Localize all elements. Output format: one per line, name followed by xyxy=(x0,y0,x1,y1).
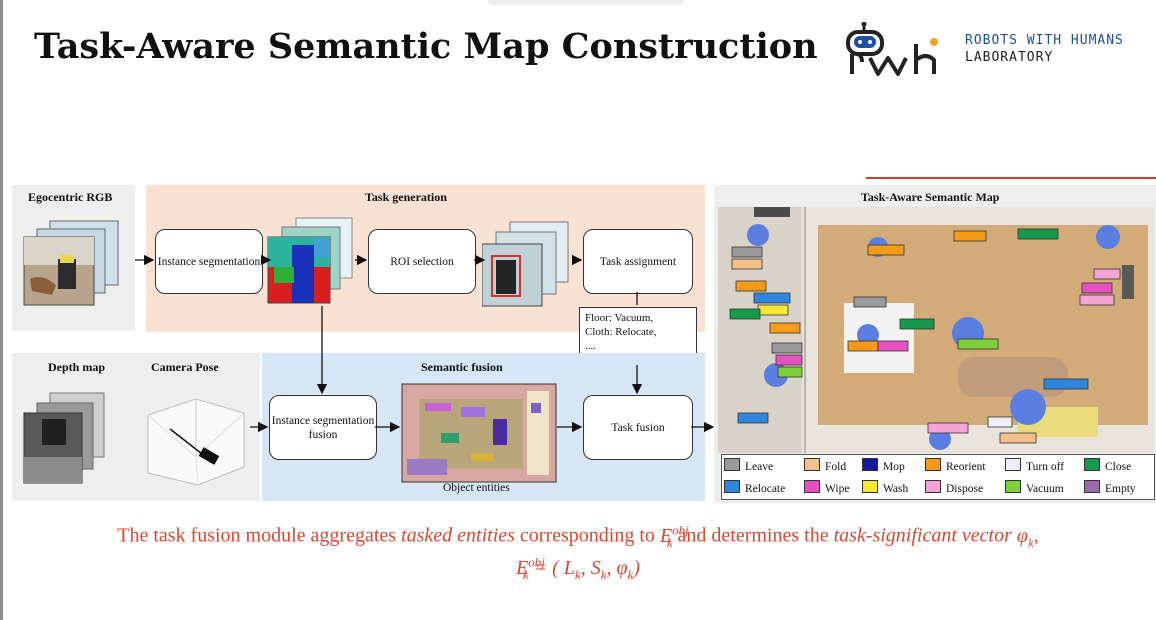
swatch-icon xyxy=(804,480,820,493)
depth-camera-panel: Depth map Camera Pose xyxy=(12,353,260,501)
legend-label: Mop xyxy=(883,461,905,473)
semantic-map-image xyxy=(718,207,1154,453)
swatch-icon xyxy=(724,458,740,471)
swatch-icon xyxy=(1084,458,1100,471)
swatch-icon xyxy=(925,458,941,471)
swatch-icon xyxy=(1005,458,1021,471)
swatch-icon xyxy=(1005,480,1021,493)
caption-line-1: The task fusion module aggregates tasked… xyxy=(0,522,1156,551)
legend-label: Turn off xyxy=(1026,461,1065,473)
swatch-icon xyxy=(862,458,878,471)
camera-pose-header: Camera Pose xyxy=(151,360,219,374)
task-legend: Leave Fold Mop Reorient Turn off Close R… xyxy=(721,454,1155,500)
segmentation-masks-image xyxy=(267,217,353,304)
legend-label: Wipe xyxy=(825,483,850,495)
caption-emph: task-significant vector xyxy=(833,524,1012,547)
caption-text: The task fusion module aggregates xyxy=(117,524,402,547)
legend-item-close: Close xyxy=(1084,458,1131,473)
caption-text: and determines the xyxy=(672,524,834,547)
semantic-fusion-header: Semantic fusion xyxy=(421,360,503,374)
camera-pose-plot xyxy=(147,398,245,486)
slide-title: Task-Aware Semantic Map Construction xyxy=(34,26,818,67)
legend-item-dispose: Dispose xyxy=(925,480,983,495)
swatch-icon xyxy=(1084,480,1100,493)
lab-name-line2: LABORATORY xyxy=(965,50,1054,65)
semantic-map-header: Task-Aware Semantic Map xyxy=(861,190,1000,204)
rgb-frames-image xyxy=(23,220,119,306)
phi-symbol: φk xyxy=(1016,524,1034,550)
object-entities-map-image xyxy=(401,383,557,483)
swatch-icon xyxy=(925,480,941,493)
task-fusion-box: Task fusion xyxy=(583,395,693,460)
caption-emph: tasked entities xyxy=(401,524,515,547)
equation: Eobjk = ( Lk, Sk, φk) xyxy=(516,554,640,582)
red-divider xyxy=(866,177,1156,179)
instance-segmentation-fusion-box: Instance segmentation fusion xyxy=(269,395,377,460)
legend-item-reorient: Reorient xyxy=(925,458,986,473)
note-line-3: .... xyxy=(585,340,596,352)
legend-item-turn-off: Turn off xyxy=(1005,458,1064,473)
legend-item-wipe: Wipe xyxy=(804,480,849,495)
legend-item-mop: Mop xyxy=(862,458,905,473)
legend-item-empty: Empty xyxy=(1084,480,1136,495)
legend-label: Wash xyxy=(883,483,909,495)
legend-item-wash: Wash xyxy=(862,480,908,495)
legend-label: Relocate xyxy=(745,483,786,495)
legend-label: Dispose xyxy=(946,483,984,495)
instance-segmentation-box: Instance segmentation xyxy=(155,229,263,294)
depth-frames-image xyxy=(23,392,105,484)
depth-map-header: Depth map xyxy=(48,360,106,374)
legend-label: Leave xyxy=(745,461,774,473)
legend-item-vacuum: Vacuum xyxy=(1005,480,1064,495)
swatch-icon xyxy=(862,480,878,493)
lab-name-line1: ROBOTS WITH HUMANS xyxy=(965,33,1124,48)
eobj-symbol: Eobjk xyxy=(659,522,689,550)
legend-label: Empty xyxy=(1105,483,1136,495)
caption-equation: Eobjk = ( Lk, Sk, φk) xyxy=(0,554,1156,583)
legend-item-relocate: Relocate xyxy=(724,480,785,495)
left-border xyxy=(0,0,3,620)
legend-item-fold: Fold xyxy=(804,458,846,473)
roi-frames-image xyxy=(482,221,569,307)
note-line-1: Floor: Vacuum, xyxy=(585,312,654,324)
swatch-icon xyxy=(724,480,740,493)
roi-selection-box: ROI selection xyxy=(368,229,476,294)
note-line-2: Cloth: Relocate, xyxy=(585,326,657,338)
egocentric-header: Egocentric RGB xyxy=(28,190,113,204)
legend-label: Fold xyxy=(825,461,847,473)
caption-text: corresponding to xyxy=(514,524,660,547)
task-assignment-box: Task assignment xyxy=(583,229,693,294)
top-tab-shadow xyxy=(488,0,684,5)
legend-label: Reorient xyxy=(946,461,986,473)
egocentric-panel: Egocentric RGB xyxy=(12,185,135,331)
task-generation-header: Task generation xyxy=(365,190,447,204)
swatch-icon xyxy=(804,458,820,471)
legend-item-leave: Leave xyxy=(724,458,773,473)
rwh-logo-icon xyxy=(846,22,938,76)
legend-label: Vacuum xyxy=(1026,483,1064,495)
legend-label: Close xyxy=(1105,461,1132,473)
object-entities-label: Object entities xyxy=(443,482,510,494)
caption-text: , xyxy=(1033,524,1039,547)
